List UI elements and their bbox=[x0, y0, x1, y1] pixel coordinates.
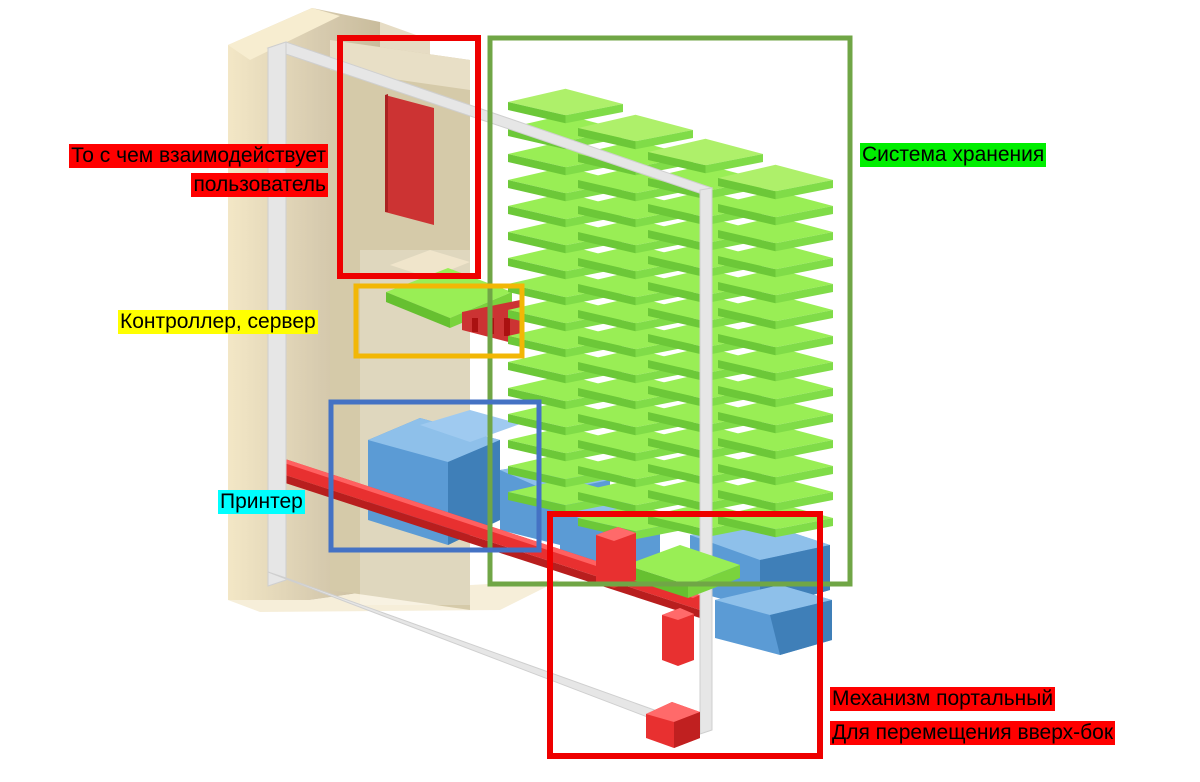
mechanism-label-line1: Механизм портальный bbox=[830, 687, 1056, 711]
storage-tile bbox=[718, 268, 833, 304]
storage-tile bbox=[718, 424, 833, 460]
controller-frame bbox=[353, 283, 525, 359]
mechanism-label: Механизм портальный Для перемещения ввер… bbox=[830, 682, 1116, 750]
storage-tile bbox=[648, 138, 763, 174]
storage-rack bbox=[508, 88, 833, 540]
storage-tile bbox=[718, 372, 833, 408]
user-interaction-label-line2: пользователь bbox=[191, 173, 328, 197]
storage-frame bbox=[487, 35, 853, 587]
printer-label: Принтер bbox=[218, 490, 305, 514]
printer-frame bbox=[328, 399, 542, 553]
bottom-cube bbox=[646, 702, 700, 748]
user-interaction-label-line1: То с чем взаимодействует bbox=[69, 144, 328, 168]
mechanism-label-line2: Для перемещения вверх-бок bbox=[830, 721, 1116, 745]
storage-tile bbox=[578, 114, 693, 150]
storage-tile bbox=[508, 88, 623, 124]
controller-label: Контроллер, сервер bbox=[118, 310, 318, 334]
storage-tile bbox=[718, 346, 833, 382]
storage-tile bbox=[718, 294, 833, 330]
user-panel bbox=[385, 94, 434, 225]
storage-tile bbox=[718, 398, 833, 434]
mechanism-frame bbox=[547, 511, 823, 759]
user-interaction-label: То с чем взаимодействует пользователь bbox=[20, 141, 328, 199]
storage-tile bbox=[718, 476, 833, 512]
storage-tile bbox=[718, 164, 833, 200]
carriage bbox=[596, 527, 740, 666]
storage-tile bbox=[718, 190, 833, 226]
storage-tile bbox=[718, 216, 833, 252]
storage-tile bbox=[718, 450, 833, 486]
storage-tile bbox=[718, 320, 833, 356]
storage-label: Система хранения bbox=[860, 143, 1047, 167]
user-interaction-frame bbox=[337, 35, 481, 279]
storage-tile bbox=[718, 242, 833, 278]
